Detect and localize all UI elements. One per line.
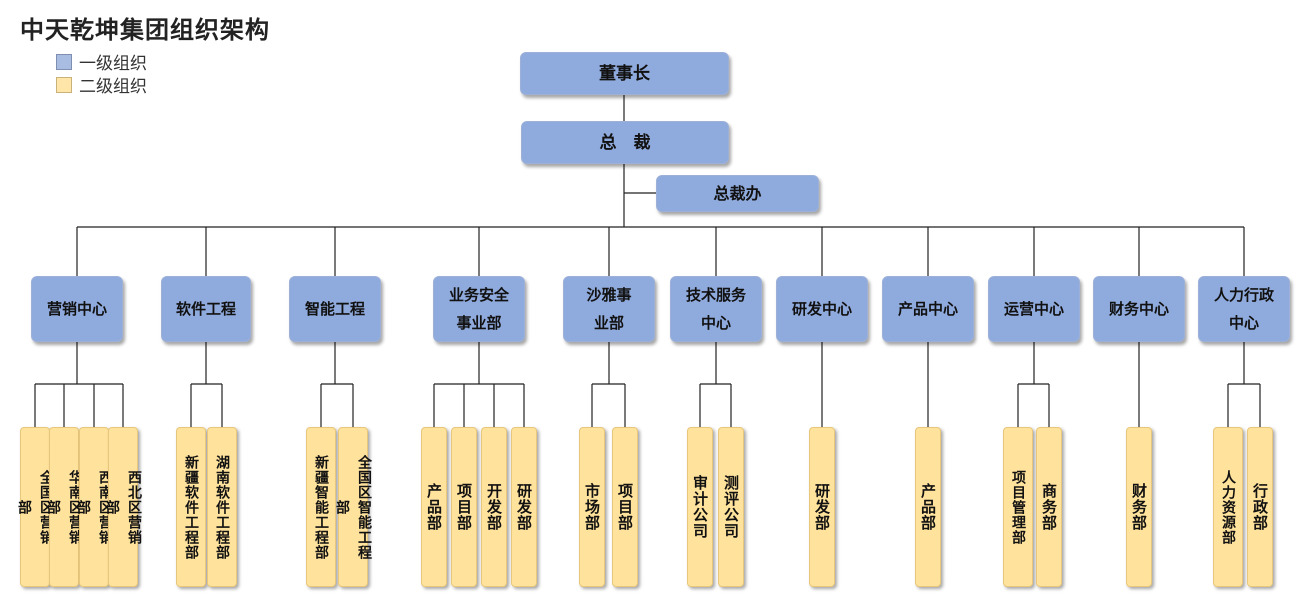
president-label: 总 裁 bbox=[599, 132, 651, 153]
center-node[interactable]: 运营中心 bbox=[988, 276, 1080, 342]
center-label: 智能工程 bbox=[304, 300, 365, 318]
dept-label: 研发部 bbox=[813, 483, 831, 531]
dept-label: 产品部 bbox=[919, 483, 937, 531]
dept-node[interactable]: 项目管理部 bbox=[1003, 427, 1033, 587]
chairman-node[interactable]: 董事长 bbox=[520, 52, 729, 95]
center-node[interactable]: 业务安全事业部 bbox=[433, 276, 525, 342]
dept-label: 审计公司 bbox=[691, 475, 709, 539]
legend-swatch-level1 bbox=[56, 53, 72, 70]
president-office-node[interactable]: 总裁办 bbox=[656, 175, 819, 212]
center-node[interactable]: 人力行政中心 bbox=[1198, 276, 1290, 342]
dept-node[interactable]: 西北区营销部 bbox=[104, 427, 142, 587]
center-label: 财务中心 bbox=[1108, 300, 1169, 318]
dept-label: 新疆软件工程部 bbox=[183, 454, 199, 560]
center-node[interactable]: 研发中心 bbox=[776, 276, 868, 342]
dept-node[interactable]: 研发部 bbox=[511, 427, 537, 587]
dept-node[interactable]: 人力资源部 bbox=[1213, 427, 1243, 587]
dept-node[interactable]: 新疆智能工程部 bbox=[306, 427, 336, 587]
center-label: 技术服务中心 bbox=[685, 286, 746, 332]
center-label: 沙雅事业部 bbox=[586, 286, 632, 332]
center-label: 业务安全事业部 bbox=[448, 286, 509, 332]
dept-node[interactable]: 产品部 bbox=[915, 427, 941, 587]
center-label: 软件工程 bbox=[175, 300, 236, 318]
center-label: 运营中心 bbox=[1003, 300, 1064, 318]
dept-label: 财务部 bbox=[1130, 483, 1148, 531]
legend-item-level1: 一级组织 bbox=[56, 50, 147, 74]
dept-label: 市场部 bbox=[583, 483, 601, 531]
center-node[interactable]: 营销中心 bbox=[31, 276, 123, 342]
dept-node[interactable]: 审计公司 bbox=[687, 427, 713, 587]
dept-label: 项目部 bbox=[455, 483, 473, 531]
legend-label-level2: 二级组织 bbox=[79, 77, 147, 97]
dept-node[interactable]: 测评公司 bbox=[718, 427, 744, 587]
dept-label: 行政部 bbox=[1251, 483, 1269, 531]
center-node[interactable]: 产品中心 bbox=[882, 276, 974, 342]
dept-label: 新疆智能工程部 bbox=[313, 454, 329, 560]
center-node[interactable]: 财务中心 bbox=[1093, 276, 1185, 342]
dept-node[interactable]: 湖南软件工程部 bbox=[207, 427, 237, 587]
dept-label: 项目部 bbox=[616, 483, 634, 531]
dept-node[interactable]: 研发部 bbox=[809, 427, 835, 587]
legend-swatch-level2 bbox=[56, 76, 72, 93]
dept-label: 人力资源部 bbox=[1220, 469, 1236, 545]
dept-node[interactable]: 新疆软件工程部 bbox=[176, 427, 206, 587]
center-label: 研发中心 bbox=[791, 300, 852, 318]
dept-node[interactable]: 商务部 bbox=[1036, 427, 1062, 587]
chairman-label: 董事长 bbox=[599, 63, 650, 84]
dept-node[interactable]: 市场部 bbox=[579, 427, 605, 587]
dept-label: 湖南软件工程部 bbox=[214, 454, 230, 560]
dept-label: 开发部 bbox=[485, 483, 503, 531]
center-node[interactable]: 软件工程 bbox=[161, 276, 251, 342]
center-node[interactable]: 智能工程 bbox=[289, 276, 381, 342]
dept-label: 西北区营销部 bbox=[104, 469, 142, 545]
dept-node[interactable]: 项目部 bbox=[612, 427, 638, 587]
president-office-label: 总裁办 bbox=[713, 183, 762, 203]
dept-label: 全国区智能工程部 bbox=[334, 454, 372, 560]
dept-node[interactable]: 产品部 bbox=[421, 427, 447, 587]
legend: 一级组织 二级组织 bbox=[56, 50, 147, 97]
center-label: 人力行政中心 bbox=[1213, 286, 1274, 332]
dept-label: 产品部 bbox=[425, 483, 443, 531]
center-node[interactable]: 技术服务中心 bbox=[670, 276, 762, 342]
dept-node[interactable]: 财务部 bbox=[1126, 427, 1152, 587]
dept-node[interactable]: 华南区营销部 bbox=[45, 427, 83, 587]
dept-node[interactable]: 行政部 bbox=[1247, 427, 1273, 587]
dept-node[interactable]: 开发部 bbox=[481, 427, 507, 587]
center-label: 营销中心 bbox=[46, 300, 107, 318]
legend-label-level1: 一级组织 bbox=[79, 54, 147, 74]
dept-node[interactable]: 全国区智能工程部 bbox=[334, 427, 372, 587]
dept-node[interactable]: 项目部 bbox=[451, 427, 477, 587]
president-node[interactable]: 总 裁 bbox=[521, 121, 729, 164]
chart-title: 中天乾坤集团组织架构 bbox=[20, 15, 270, 44]
dept-label: 测评公司 bbox=[722, 475, 740, 539]
dept-label: 项目管理部 bbox=[1010, 469, 1026, 545]
center-node[interactable]: 沙雅事业部 bbox=[563, 276, 655, 342]
center-label: 产品中心 bbox=[897, 300, 958, 318]
legend-item-level2: 二级组织 bbox=[56, 73, 147, 97]
dept-label: 商务部 bbox=[1040, 483, 1058, 531]
dept-label: 研发部 bbox=[515, 483, 533, 531]
